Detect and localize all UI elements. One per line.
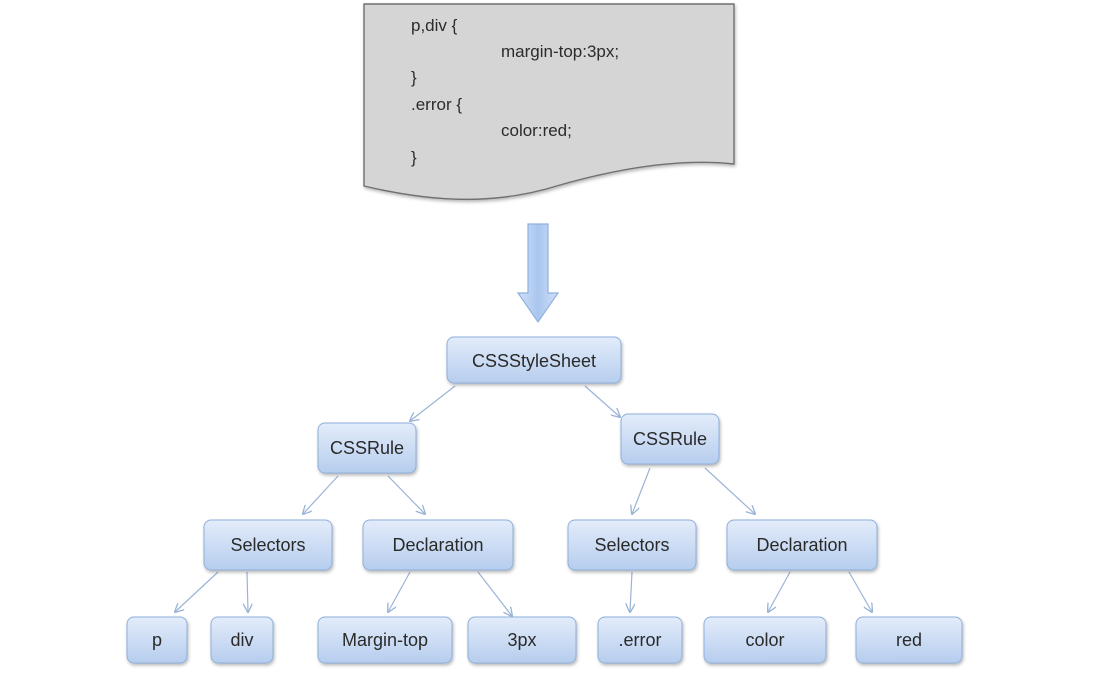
edge-root-rule2 [584,385,620,417]
code-line-selector-2: .error { [411,95,462,114]
edge-selectors1-p [175,571,219,612]
edge-rule1-declaration [387,475,425,514]
edge-declaration2-color [768,571,791,612]
node-selector-div-label: div [230,630,253,650]
node-value-red-label: red [896,630,922,650]
node-declaration-2-label: Declaration [756,535,847,555]
tree-edges [175,385,872,616]
edge-declaration2-red [848,571,872,612]
code-line-close-2: } [411,148,417,167]
node-selector-p-label: p [152,630,162,650]
node-selector-p: p [126,616,188,664]
node-property-color: color [703,616,827,664]
edge-rule2-selectors [632,467,651,514]
css-source-document: p,div { margin-top:3px; } .error { color… [363,3,735,201]
node-cssrule-2-label: CSSRule [633,429,707,449]
node-selectors-1: Selectors [203,519,333,571]
node-property-margin-top: Margin-top [317,616,453,664]
node-selectors-2: Selectors [567,519,697,571]
node-selector-div: div [210,616,274,664]
node-selectors-2-label: Selectors [594,535,669,555]
code-line-selector-1: p,div { [411,16,458,35]
node-value-red: red [855,616,963,664]
edge-root-rule1 [410,385,456,421]
code-line-declaration-2: color:red; [501,121,572,140]
edge-selectors1-div [247,571,248,612]
node-cssrule-1-label: CSSRule [330,438,404,458]
node-cssstylesheet: CSSStyleSheet [446,336,622,384]
node-cssrule-1: CSSRule [317,422,417,474]
document-shape [363,3,735,201]
edge-selectors2-error [630,571,632,612]
node-value-3px: 3px [467,616,577,664]
node-value-3px-label: 3px [507,630,536,650]
code-line-close-1: } [411,68,417,87]
node-declaration-1-label: Declaration [392,535,483,555]
edge-rule2-declaration [704,467,755,514]
down-arrow-icon [516,223,560,324]
node-selector-error: .error [597,616,683,664]
node-cssstylesheet-label: CSSStyleSheet [472,351,596,371]
code-line-declaration-1: margin-top:3px; [501,42,619,61]
node-property-margin-top-label: Margin-top [342,630,428,650]
edge-declaration1-margintop [388,571,411,612]
node-declaration-1: Declaration [362,519,514,571]
node-declaration-2: Declaration [726,519,878,571]
node-cssrule-2: CSSRule [620,413,720,465]
node-selectors-1-label: Selectors [230,535,305,555]
node-property-color-label: color [745,630,784,650]
node-selector-error-label: .error [618,630,661,650]
edge-declaration1-3px [477,571,512,616]
edge-rule1-selectors [303,475,339,514]
